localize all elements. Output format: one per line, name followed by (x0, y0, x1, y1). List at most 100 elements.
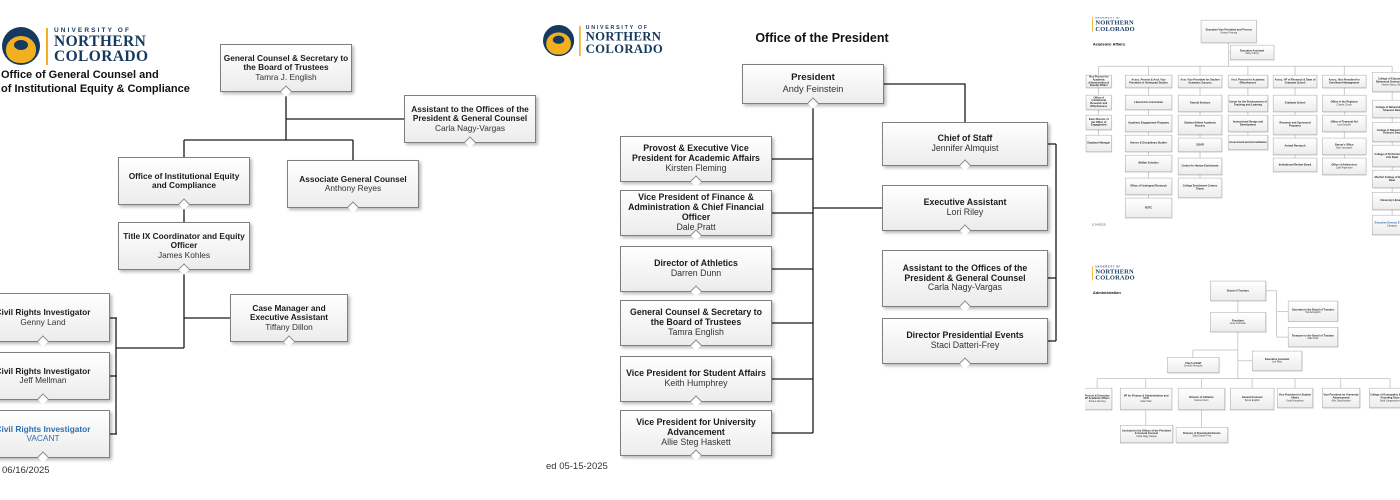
org-box-rotc: ROTC (1125, 197, 1173, 218)
org-box-provost-executive-vice-president-for-academic-af: Provost & Executive Vice President for A… (620, 136, 772, 182)
org-box-research-and-sponsored-programs: Research and Sponsored Programs (1272, 114, 1318, 135)
org-box-title: College Enrichment Centers Teams (1182, 184, 1218, 191)
org-box-person: Keith Humphrey (1286, 399, 1304, 402)
academic-affairs-thumbnail[interactable]: UNIVERSITY OF NORTHERN COLORADO Academic… (1085, 12, 1400, 237)
org-box-assoc-provost-asst-vice-president-of-undergrad-s: Assoc. Provost & Asst. Vice President of… (1125, 74, 1173, 88)
org-box-title: College of Natural Health Sciences Dean (1376, 128, 1400, 135)
unc-logo-small: UNIVERSITY OF NORTHERN COLORADO (1092, 17, 1135, 32)
org-box-title: Provost & Executive Vice President for A… (632, 143, 760, 164)
org-box-title: Vice President for Student Affairs (1278, 393, 1312, 400)
administration-label: Administration (1092, 290, 1121, 296)
org-box-title: Civil Rights Investigator (0, 423, 91, 434)
org-box-title: Civil Rights Investigator (0, 365, 91, 376)
org-box-college-of-education-behavioral-sciences-dean: College of Education & Behavioral Scienc… (1372, 72, 1400, 93)
org-box-person: Kirsten Fleming (665, 162, 727, 173)
org-box-person: Staci Datteri-Frey (1192, 435, 1212, 438)
org-box-title: SOAR (1196, 143, 1204, 147)
org-box-asst-provost-for-academic-effectiveness: Asst. Provost for Academic Effectiveness (1227, 74, 1268, 88)
org-box-person: Lori Riley (1272, 360, 1283, 364)
thumbnail-connector-lines (1096, 290, 1391, 428)
org-box-title: College of Education & Behavioral Scienc… (1376, 77, 1400, 84)
org-box-title: Director of Athletics (654, 258, 738, 269)
org-box-title: Title IX Coordinator and Equity Officer (123, 231, 245, 251)
org-box-general-counsel-secretary-to-the-board-of-truste: General Counsel & Secretary to the Board… (620, 300, 772, 346)
org-box-title: Vice President for Student Affairs (626, 368, 766, 379)
org-box-title: Director of Presidential Events (1183, 431, 1221, 435)
org-box-title: General Counsel & Secretary to the Board… (629, 307, 762, 328)
org-box-assistant-to-the-offices-of-the-president-genera: Assistant to the Offices of the Presiden… (882, 250, 1048, 307)
org-box-title: VP for Finance & Administration and CFO (1123, 394, 1169, 401)
org-box-title: Office of Undergrad Research (1130, 184, 1167, 188)
org-box-executive-director-extended-campus[interactable]: Executive Director Extended Campus (1372, 214, 1400, 235)
counsel-updated-date: 06/16/2025 (2, 465, 50, 476)
org-box-title: Associate General Counsel (299, 173, 407, 184)
unc-logo: UNIVERSITY OF NORTHERN COLORADO (543, 25, 663, 57)
org-box-person: Interim Nancy Sileo (1381, 83, 1400, 86)
org-box-person: Darren Dunn (670, 268, 722, 278)
org-box-person: Dale Pratt (1140, 400, 1152, 403)
org-box-vice-provost-for-academic-administration-faculty: Vice Provost for Academic Administration… (1085, 74, 1112, 88)
org-box-person: Anthony Reyes (324, 183, 382, 193)
org-box-university-libraries: University Libraries (1372, 192, 1400, 210)
org-box-title: Office of Institutional Research and Eff… (1090, 96, 1108, 108)
org-box-person: Sam Lancaster (1336, 146, 1353, 149)
org-box-title: Vice President for University Advancemen… (636, 417, 756, 438)
org-box-assessment-and-accreditation: Assessment and Accreditation (1227, 134, 1268, 150)
org-box-mcnair-scholars: McNair Scholars (1125, 154, 1173, 173)
org-box-title: Database Manager (1087, 141, 1111, 145)
unc-logo: UNIVERSITY OF NORTHERN COLORADO (2, 27, 148, 65)
org-box-title: Center for Human Enrichment (1181, 164, 1219, 168)
org-box-person: Carla Nagy-Vargas (435, 122, 505, 133)
logo-university-of: UNIVERSITY OF (1095, 17, 1121, 20)
org-box-title: Executive Assistant (923, 197, 1007, 208)
org-box-title: Secretary to the Board of Trustees (1291, 308, 1334, 312)
org-box-title: Honors & Disciplinary Studies (1130, 141, 1168, 145)
org-box-title: Executive Vice President and Provost (1205, 28, 1252, 32)
academic-affairs-chart: UNIVERSITY OF NORTHERN COLORADO Academic… (1085, 12, 1400, 237)
org-box-person: Cate Papenson (1335, 166, 1353, 169)
org-box-title: College of Performing Visual Arts Dean (1374, 152, 1400, 159)
logo-northern: NORTHERN (1095, 19, 1134, 27)
org-box-person: Lori Riley (946, 207, 984, 217)
logo-colorado: COLORADO (54, 47, 149, 65)
org-box-title: Assistant to the Offices of the Presiden… (411, 104, 529, 124)
org-box-title: Vice Provost for Academic Administration… (1088, 75, 1110, 87)
org-box-title: Provost & Executive VP Academic Affairs (1085, 394, 1110, 401)
org-box-title: General Counsel (1241, 395, 1263, 399)
org-box-person: Kirsten Fleming (1220, 31, 1238, 34)
administration-thumbnail[interactable]: UNIVERSITY OF NORTHERN COLORADO Administ… (1085, 255, 1400, 480)
logo-divider (1092, 266, 1093, 281)
org-box-tutorial-services: Tutorial Services (1177, 94, 1223, 113)
president-chart-title: Office of the President (755, 31, 889, 45)
org-box-title: ROTC (1144, 206, 1153, 209)
org-box-honors-disciplinary-studies: Honors & Disciplinary Studies (1125, 134, 1173, 153)
org-box-college-of-natural-social-sciences-dean: College of Natural & Social Sciences Dea… (1372, 99, 1400, 118)
org-box-title: Bursar's Office (1334, 143, 1354, 147)
org-box-assistant-to-the-offices-of-the-president-genera: Assistant to the Offices of the Presiden… (404, 95, 536, 143)
org-box-center-for-the-enhancement-of-teaching-and-learn: Center for the Enhancement of Teaching a… (1227, 94, 1268, 113)
org-box-person: Carla Nagy-Vargas (1136, 435, 1157, 438)
logo-divider (579, 25, 581, 57)
org-box-college-enrichment-centers-teams: College Enrichment Centers Teams (1177, 177, 1223, 198)
org-box-title: Assistant to the Offices of the Presiden… (1121, 429, 1171, 436)
org-box-person: VACANT (26, 433, 60, 443)
logo-university-of: UNIVERSITY OF (54, 27, 132, 34)
org-box-institutional-review-board: Institutional Review Board (1272, 157, 1318, 173)
